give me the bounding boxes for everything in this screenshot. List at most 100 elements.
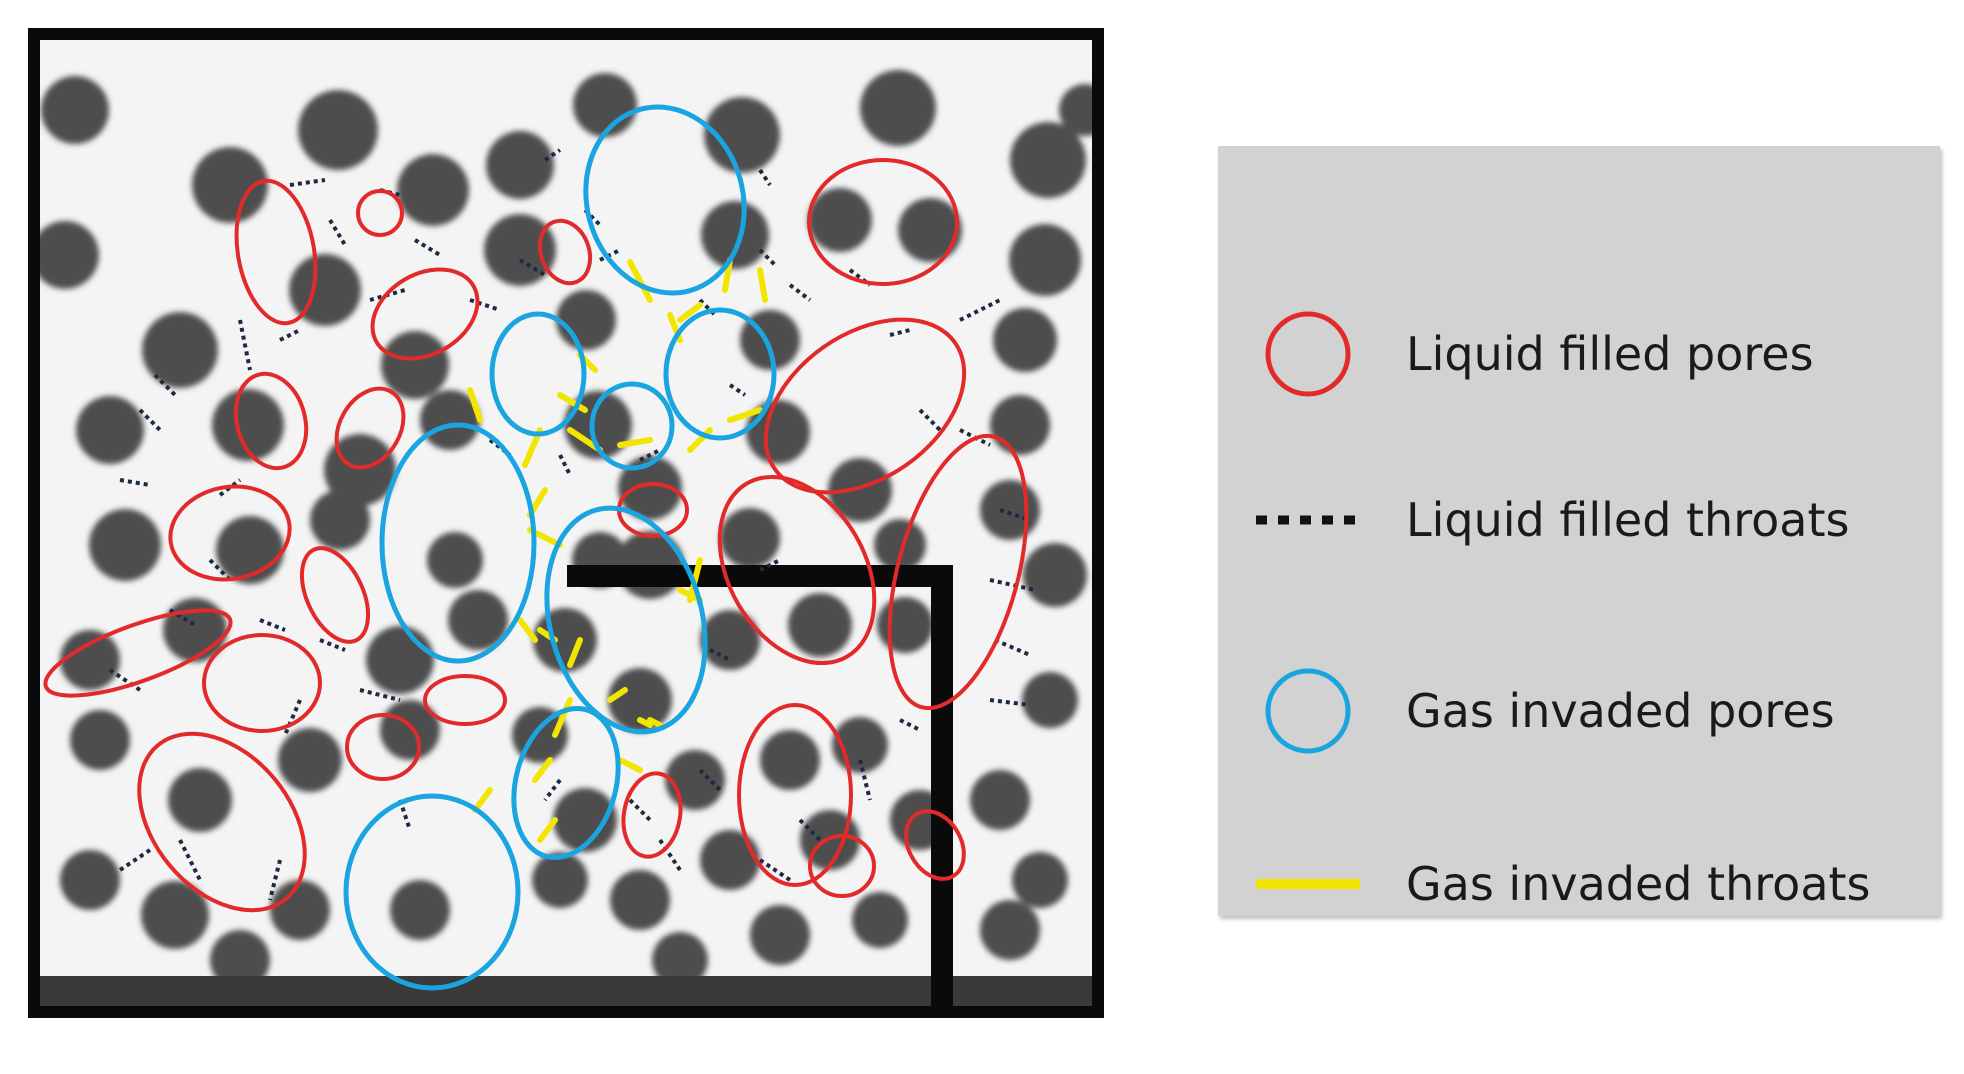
gas-throat: [757, 267, 768, 303]
liquid-pore: [423, 674, 507, 726]
liquid-pore: [345, 713, 421, 781]
liquid-pore: [370, 267, 480, 361]
liquid-throat: [119, 478, 151, 487]
grain: [980, 900, 1040, 960]
grain: [366, 626, 434, 694]
gas-throat: [677, 302, 703, 323]
gas-throat: [557, 392, 588, 413]
legend-label-gas-throats: Gas invaded throats: [1406, 857, 1871, 911]
liquid-throat: [283, 699, 302, 736]
liquid-throat: [758, 858, 792, 882]
gas-throat: [627, 259, 653, 303]
grain: [700, 610, 760, 670]
grain: [60, 630, 120, 690]
grain: [608, 668, 672, 732]
liquid-throat: [398, 799, 412, 831]
gas-throat: [607, 687, 628, 703]
liquid-pore: [537, 218, 593, 286]
grain: [652, 932, 708, 988]
grain: [877, 597, 933, 653]
gas-throat: [637, 717, 653, 728]
liquid-throat: [328, 218, 347, 247]
grain: [270, 880, 330, 940]
legend-item-gas-pores: Gas invaded pores: [1218, 661, 1940, 761]
grain: [310, 490, 370, 550]
liquid-pore: [904, 809, 966, 881]
legend-label-liquid-pores: Liquid filled pores: [1406, 327, 1814, 381]
gas-throat: [537, 817, 558, 843]
gas-pore: [511, 705, 621, 861]
gas-pores-layer: [343, 104, 777, 991]
grain: [874, 519, 926, 571]
grain: [60, 850, 120, 910]
grain: [427, 532, 483, 588]
liquid-throat: [268, 859, 282, 901]
liquid-pore: [168, 484, 292, 582]
liquid-pore: [356, 189, 404, 237]
grain: [665, 750, 725, 810]
grain: [390, 880, 450, 940]
legend-item-gas-throats: Gas invaded throats: [1218, 834, 1940, 934]
liquid-pore: [808, 834, 876, 898]
liquid-throat: [758, 168, 772, 187]
liquid-throat: [289, 178, 326, 187]
liquid-pore: [807, 158, 959, 286]
red-circle-icon: [1265, 311, 1351, 397]
grain: [898, 198, 962, 262]
liquid-throat: [758, 248, 777, 267]
grain: [556, 290, 616, 350]
grain: [89, 509, 161, 581]
liquid-throat: [168, 608, 197, 627]
legend-item-liquid-pores: Liquid filled pores: [1218, 304, 1940, 404]
liquid-throat: [889, 328, 911, 337]
grain: [990, 395, 1050, 455]
grain-layer: [40, 70, 1094, 990]
gas-pore: [379, 422, 537, 664]
grain: [484, 214, 556, 286]
liquid-pore: [717, 474, 877, 666]
liquid-throat: [279, 328, 301, 342]
grain: [610, 870, 670, 930]
grain: [486, 131, 554, 199]
grain: [168, 768, 232, 832]
grain: [573, 73, 637, 137]
liquid-pore: [43, 608, 233, 698]
liquid-throat: [359, 688, 401, 702]
grain: [141, 881, 209, 949]
liquid-pore: [234, 178, 318, 326]
grain: [701, 201, 769, 269]
micrograph-frame: [28, 28, 1104, 1018]
liquid-pore: [737, 703, 853, 887]
bottom-boundary-band: [40, 976, 1094, 1008]
grain: [980, 480, 1040, 540]
grain: [750, 905, 810, 965]
liquid-pore: [299, 546, 371, 644]
grain: [40, 221, 99, 289]
grain: [381, 331, 449, 399]
grain: [1022, 672, 1078, 728]
gas-throat: [472, 787, 493, 813]
gas-pore: [489, 311, 587, 437]
gas-throat: [647, 717, 663, 728]
grain: [448, 590, 508, 650]
liquid-throat: [118, 848, 152, 872]
liquid-throat: [728, 383, 747, 397]
grain: [192, 147, 268, 223]
grain: [532, 852, 588, 908]
grain: [720, 508, 780, 568]
legend-item-liquid-throats: Liquid filled throats: [1218, 470, 1940, 570]
liquid-throat: [759, 558, 781, 572]
gas-throat: [532, 757, 553, 783]
grain: [704, 97, 780, 173]
grain: [1023, 543, 1087, 607]
liquid-throat: [518, 258, 547, 277]
liquid-throat: [858, 759, 872, 801]
liquid-throat: [899, 718, 921, 732]
grain: [618, 456, 682, 520]
grain: [1059, 84, 1094, 136]
liquid-throat: [599, 248, 621, 262]
liquid-pore: [763, 317, 967, 495]
grain: [420, 390, 480, 450]
gas-pore: [544, 505, 708, 735]
